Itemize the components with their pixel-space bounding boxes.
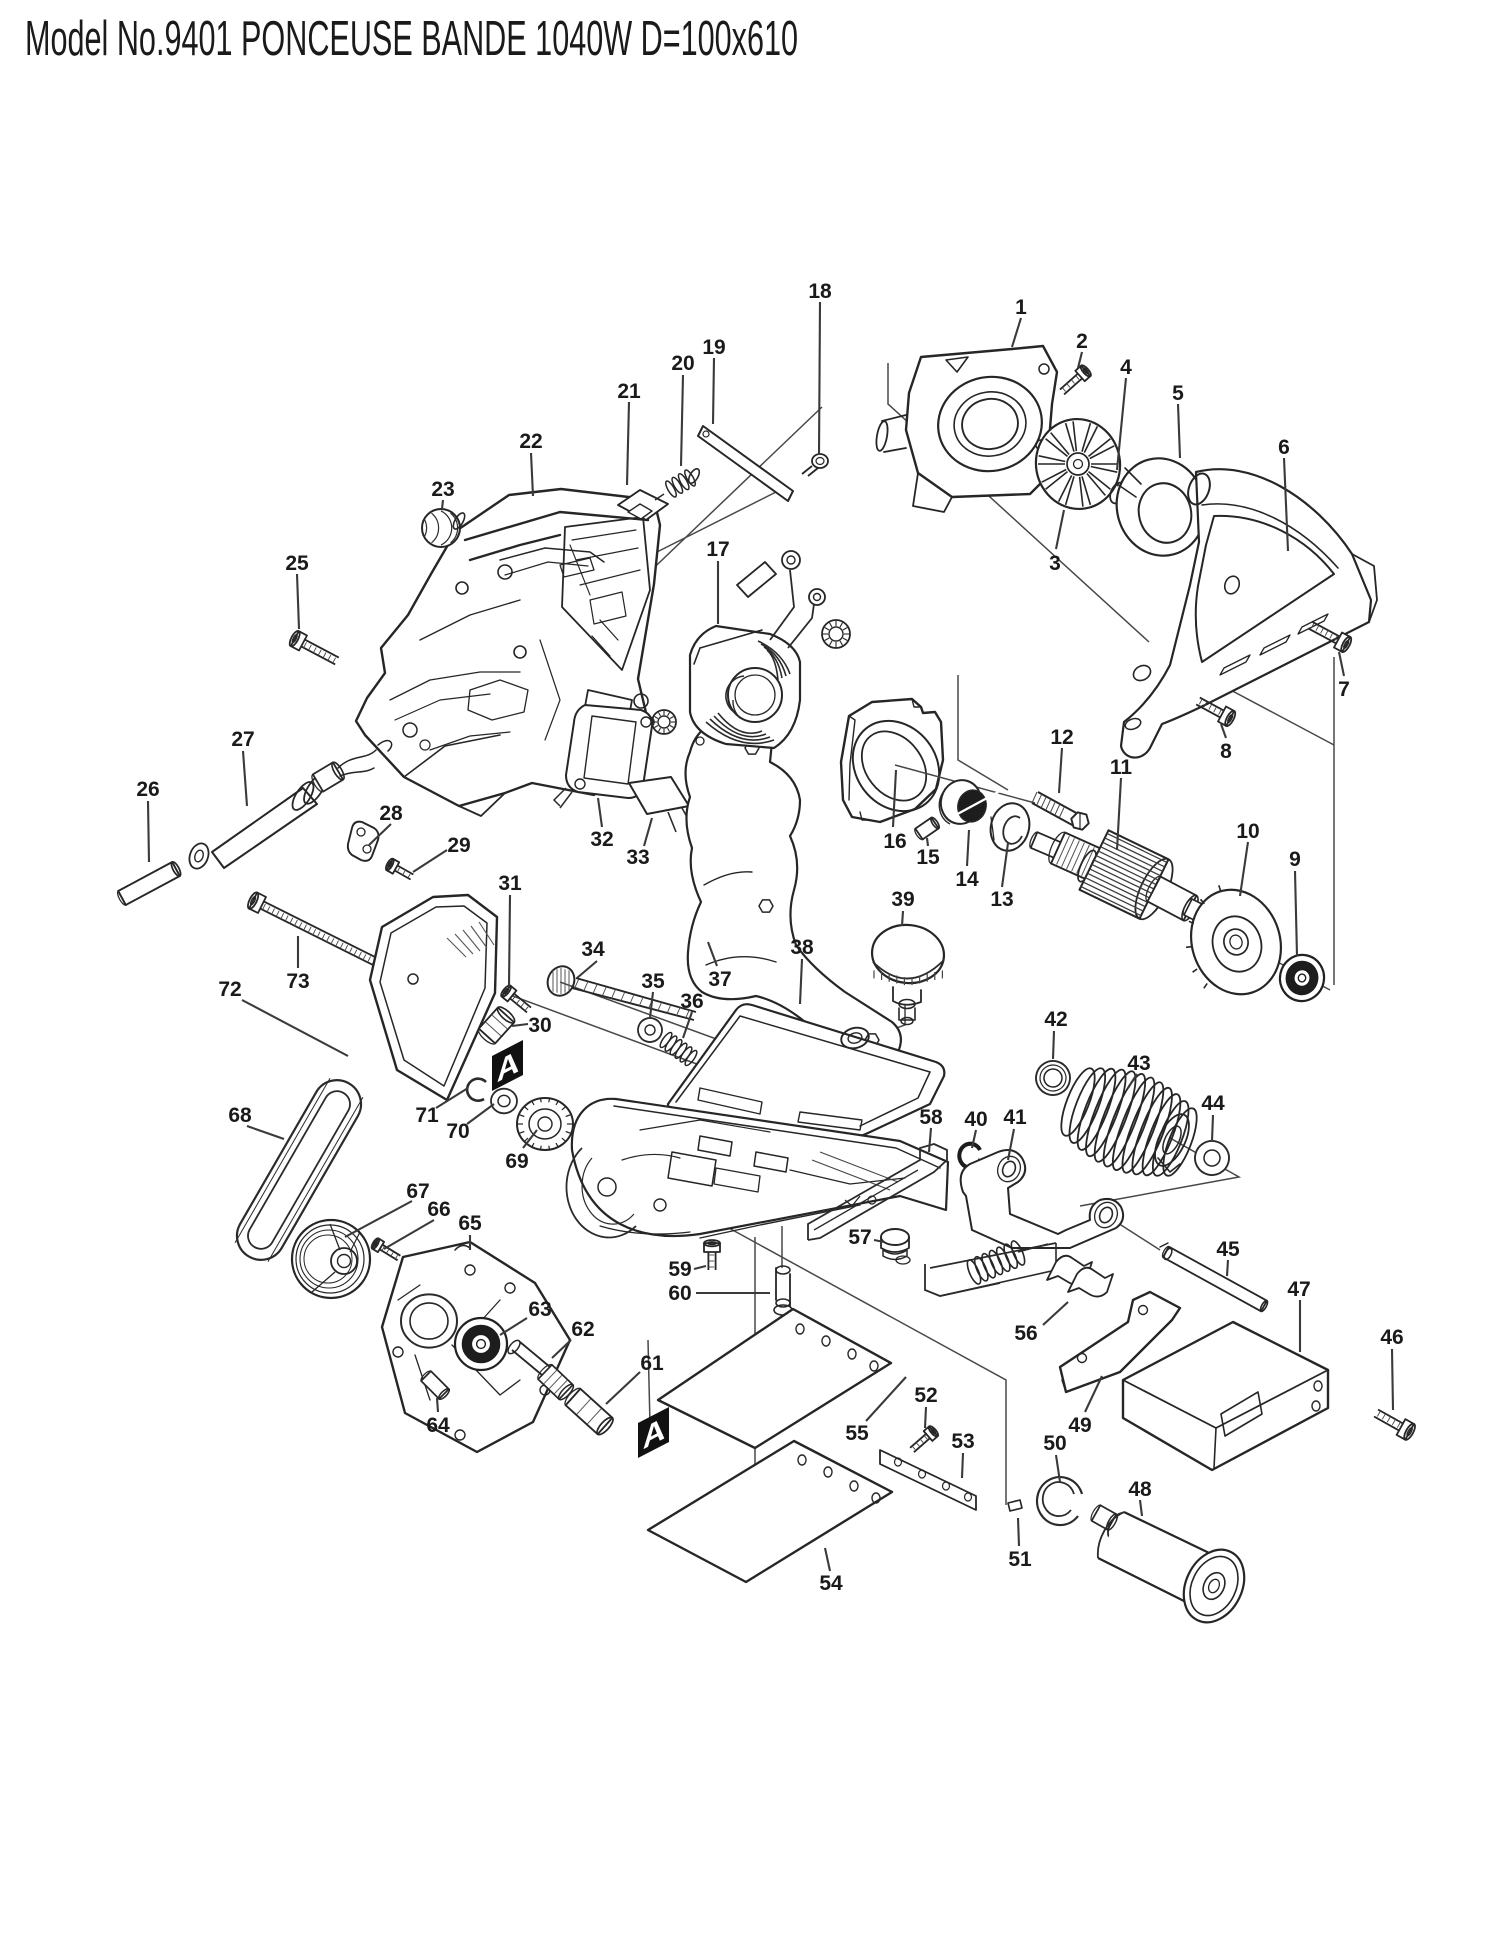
svg-text:65: 65 xyxy=(458,1212,482,1235)
svg-text:67: 67 xyxy=(406,1180,429,1203)
svg-text:41: 41 xyxy=(1003,1106,1027,1129)
svg-text:8: 8 xyxy=(1220,740,1232,763)
svg-text:49: 49 xyxy=(1068,1414,1091,1437)
svg-text:42: 42 xyxy=(1044,1008,1067,1031)
svg-text:19: 19 xyxy=(702,336,725,359)
svg-text:66: 66 xyxy=(427,1198,450,1221)
svg-text:64: 64 xyxy=(426,1414,450,1437)
svg-text:23: 23 xyxy=(431,478,454,501)
svg-text:39: 39 xyxy=(891,888,914,911)
svg-text:21: 21 xyxy=(617,380,641,403)
svg-text:1: 1 xyxy=(1015,296,1027,319)
svg-text:20: 20 xyxy=(671,352,694,375)
svg-text:46: 46 xyxy=(1380,1326,1403,1349)
svg-text:28: 28 xyxy=(379,802,403,825)
svg-text:34: 34 xyxy=(581,938,605,961)
svg-text:33: 33 xyxy=(626,846,649,869)
svg-text:Model No.9401 PONCEUSE BANDE 1: Model No.9401 PONCEUSE BANDE 1040W D=100… xyxy=(25,12,798,66)
svg-text:18: 18 xyxy=(808,280,832,303)
svg-text:40: 40 xyxy=(964,1108,987,1131)
svg-text:11: 11 xyxy=(1110,756,1133,779)
svg-text:70: 70 xyxy=(446,1120,469,1143)
svg-text:5: 5 xyxy=(1172,382,1184,405)
svg-text:3: 3 xyxy=(1049,552,1061,575)
svg-text:38: 38 xyxy=(790,936,814,959)
svg-text:30: 30 xyxy=(528,1014,551,1037)
svg-text:26: 26 xyxy=(136,778,159,801)
svg-text:6: 6 xyxy=(1278,436,1290,459)
svg-text:32: 32 xyxy=(590,828,613,851)
svg-text:55: 55 xyxy=(845,1422,869,1445)
svg-text:53: 53 xyxy=(951,1430,974,1453)
svg-text:68: 68 xyxy=(228,1104,252,1127)
svg-text:51: 51 xyxy=(1008,1548,1032,1571)
svg-text:62: 62 xyxy=(571,1318,594,1341)
svg-text:48: 48 xyxy=(1128,1478,1152,1501)
svg-text:36: 36 xyxy=(680,990,703,1013)
svg-text:47: 47 xyxy=(1287,1278,1310,1301)
svg-text:17: 17 xyxy=(706,538,729,561)
svg-text:2: 2 xyxy=(1076,330,1088,353)
svg-text:54: 54 xyxy=(819,1572,843,1595)
svg-text:56: 56 xyxy=(1014,1322,1037,1345)
svg-text:31: 31 xyxy=(498,872,522,895)
svg-text:7: 7 xyxy=(1338,678,1350,701)
svg-text:37: 37 xyxy=(708,968,731,991)
svg-text:25: 25 xyxy=(285,552,309,575)
svg-text:10: 10 xyxy=(1236,820,1259,843)
svg-text:73: 73 xyxy=(286,970,309,993)
svg-text:12: 12 xyxy=(1050,726,1073,749)
svg-text:45: 45 xyxy=(1216,1238,1240,1261)
svg-text:13: 13 xyxy=(990,888,1013,911)
svg-text:14: 14 xyxy=(955,868,979,891)
svg-text:50: 50 xyxy=(1043,1432,1066,1455)
svg-text:58: 58 xyxy=(919,1106,943,1129)
svg-text:59: 59 xyxy=(668,1258,691,1281)
svg-text:22: 22 xyxy=(519,430,542,453)
svg-text:15: 15 xyxy=(916,846,940,869)
svg-text:29: 29 xyxy=(447,834,470,857)
svg-text:35: 35 xyxy=(641,970,665,993)
svg-text:44: 44 xyxy=(1201,1092,1225,1115)
svg-text:72: 72 xyxy=(218,978,241,1001)
svg-text:43: 43 xyxy=(1127,1052,1150,1075)
svg-text:61: 61 xyxy=(640,1352,664,1375)
svg-text:71: 71 xyxy=(415,1104,439,1127)
svg-text:57: 57 xyxy=(848,1226,871,1249)
svg-text:9: 9 xyxy=(1289,848,1301,871)
svg-text:4: 4 xyxy=(1120,356,1132,379)
svg-text:27: 27 xyxy=(231,728,254,751)
svg-text:A: A xyxy=(643,1410,665,1456)
svg-text:60: 60 xyxy=(668,1282,691,1305)
svg-text:16: 16 xyxy=(883,830,906,853)
svg-text:A: A xyxy=(497,1043,519,1089)
svg-text:52: 52 xyxy=(914,1384,937,1407)
svg-text:63: 63 xyxy=(528,1298,551,1321)
svg-text:69: 69 xyxy=(505,1150,528,1173)
